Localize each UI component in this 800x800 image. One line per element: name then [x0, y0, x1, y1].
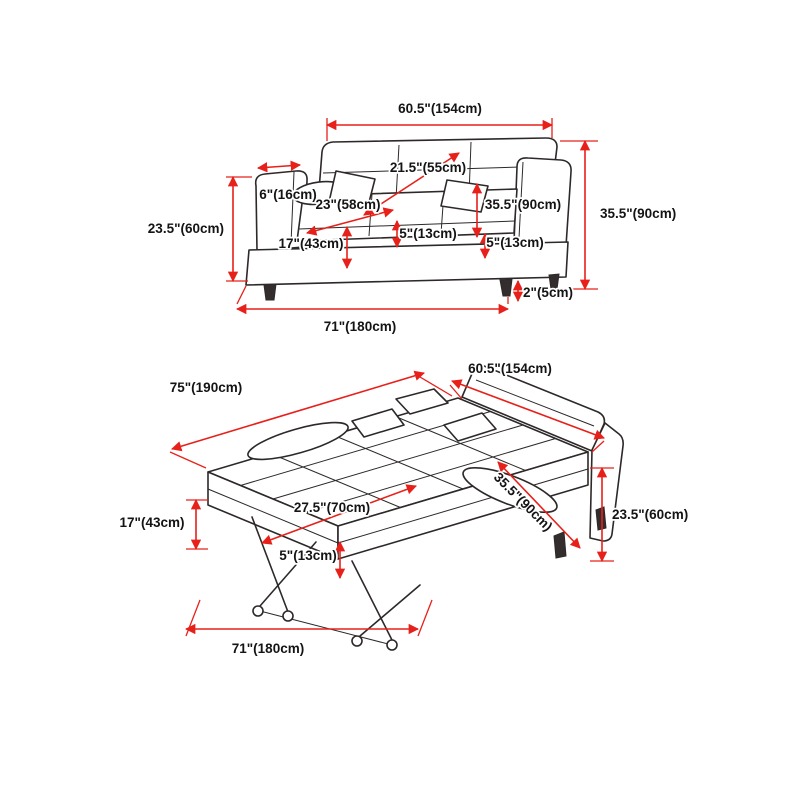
- dim-seat-width-label: 23"(58cm): [316, 197, 381, 212]
- caster-wheel: [282, 610, 294, 622]
- dim-seat-height-label: 17"(43cm): [279, 236, 344, 251]
- dim-armrest-width-label: 6"(16cm): [259, 187, 316, 202]
- pullout-frame-leg: [351, 560, 393, 641]
- dim-line-pullout-depth: [261, 484, 417, 545]
- dim-seat-depth-label: 21.5"(55cm): [390, 160, 466, 175]
- dim-extension: [185, 599, 201, 637]
- dim-line-armrest-width: [256, 160, 302, 173]
- dim-leg-height-label: 2"(5cm): [523, 285, 573, 300]
- caster-wheel: [386, 639, 398, 651]
- armrest-seam: [518, 161, 524, 239]
- dim-line-sofa-section-depth: [497, 461, 581, 549]
- sofa-leg: [595, 506, 607, 531]
- caster-wheel: [351, 635, 363, 647]
- sofa-leg: [548, 273, 560, 290]
- dim-bed-top-width-label: 60.5"(154cm): [468, 361, 552, 376]
- dim-line-bed-length: [171, 370, 425, 452]
- pullout-frame-leg: [251, 516, 289, 613]
- dim-line-bed-top-width: [451, 379, 605, 440]
- dim-armrest-height-label: 23.5"(60cm): [148, 221, 224, 236]
- dim-platform-height-label: 17"(43cm): [120, 515, 185, 530]
- sofa-leg: [263, 283, 277, 301]
- dim-extension: [169, 451, 207, 469]
- dim-overall-width-label: 71"(180cm): [324, 319, 396, 334]
- dim-pullout-depth-label: 27.5"(70cm): [294, 500, 370, 515]
- dim-line-seat-width: [305, 207, 395, 236]
- pullout-frame-leg: [259, 541, 317, 607]
- dim-back-width-label: 60.5"(154cm): [398, 101, 482, 116]
- sofa-bed-view-sketch: [207, 364, 624, 651]
- dim-extension: [591, 440, 605, 453]
- dim-mattress-thickness-label: 5"(13cm): [279, 548, 336, 563]
- dim-back-cushion-thickness-label: 5"(13cm): [486, 235, 543, 250]
- dim-extension: [419, 376, 453, 397]
- throw-pillow: [440, 179, 489, 213]
- armrest-seam: [290, 171, 295, 245]
- sofa-view-dimensions: 60.5"(154cm) 21.5"(55cm) 6"(16cm) 23"(58…: [146, 99, 678, 336]
- dim-extension: [236, 285, 247, 305]
- dim-overall-height-label: 35.5"(90cm): [600, 206, 676, 221]
- dim-extension: [417, 599, 433, 637]
- dim-seat-cushion-thickness-label: 5"(13cm): [399, 226, 456, 241]
- sofa-leg: [499, 278, 513, 297]
- dim-line-seat-depth: [363, 152, 460, 216]
- caster-wheel: [252, 605, 264, 617]
- dim-back-section-height-label: 23.5"(60cm): [612, 507, 688, 522]
- dim-inner-back-height-label: 35.5"(90cm): [485, 197, 561, 212]
- sofa-leg: [553, 531, 567, 559]
- dim-bed-bottom-width-label: 71"(180cm): [232, 641, 304, 656]
- dim-bed-length-label: 75"(190cm): [170, 380, 242, 395]
- dim-extension: [449, 384, 463, 400]
- pullout-frame-bar: [259, 610, 393, 646]
- sofa-right-armrest: [513, 157, 572, 247]
